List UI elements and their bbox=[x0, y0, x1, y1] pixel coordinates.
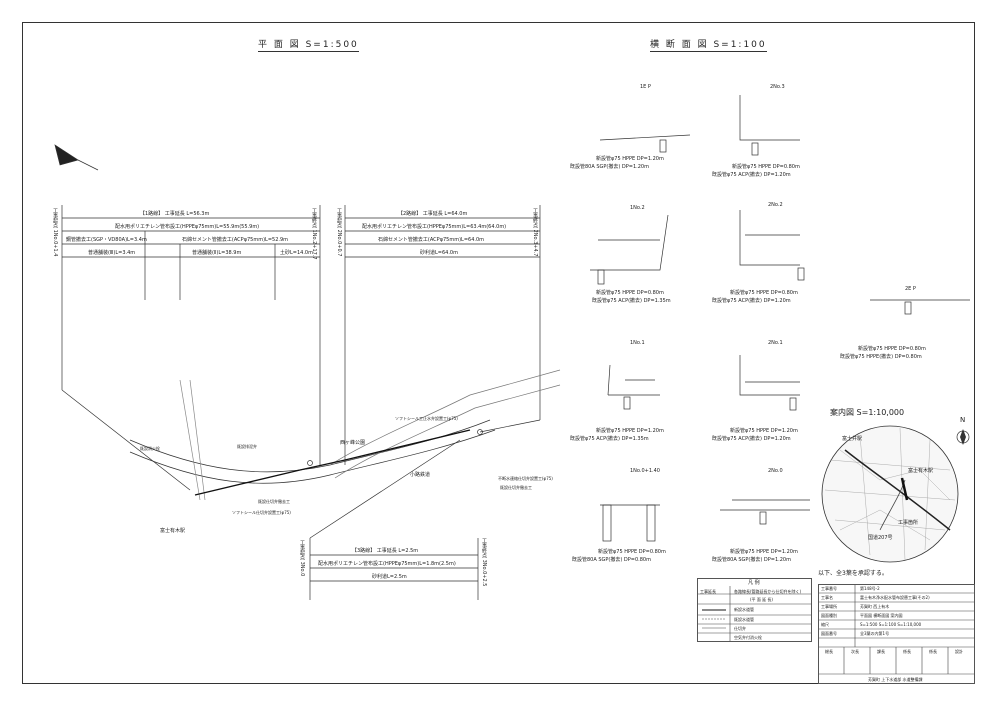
section-id: 1No.2 bbox=[630, 205, 645, 211]
section-new: 新設管φ75 HPPE DP=1.20m bbox=[596, 428, 664, 434]
guide-station-main: 富士有木駅 bbox=[908, 468, 934, 474]
section-old: 既設管φ75 ACP(撤去) DP=1.20m bbox=[712, 436, 791, 442]
section-new: 新設管φ75 HPPE DP=1.20m bbox=[730, 428, 798, 434]
route2-header: 【2路線】 工事延長 L=64.0m bbox=[398, 211, 468, 217]
sign-cell: 係長 bbox=[929, 649, 937, 654]
sign-cell: 総長 bbox=[825, 649, 833, 654]
legend-text: (平 面 延 長) bbox=[750, 597, 773, 602]
guide-station-top: 富士井駅 bbox=[842, 436, 863, 442]
route1-pave1: 普通舗装(Ⅲ)L=3.4m bbox=[88, 250, 136, 256]
guide-route: 国道207号 bbox=[868, 535, 893, 541]
legend-title: 凡 例 bbox=[748, 580, 760, 586]
titleblock-office: 芳賀町 上下水道部 水道整備課 bbox=[868, 677, 923, 682]
route3-pipe: 配水用ポリエチレン管布設工(HPPEφ75mm)L=1.8m(2.5m) bbox=[318, 561, 456, 567]
titleblock-value: 芳賀町 西上有木 bbox=[860, 604, 890, 609]
legend-text: 仕切弁 bbox=[734, 626, 746, 631]
titleblock-value: S=1:500 S=1:100 S=1:10,000 bbox=[860, 622, 922, 627]
route1-remove2: 石綿セメント管撤去工(ACPφ75mm)L=52.9m bbox=[182, 237, 289, 243]
legend-text: 既設水道管 bbox=[734, 617, 754, 622]
section-id: 2No.1 bbox=[768, 340, 783, 346]
section-new: 新設管φ75 HPPE DP=0.80m bbox=[732, 164, 800, 170]
route2-pave: 砂利道L=64.0m bbox=[420, 250, 458, 256]
section-old: 既設管80A SGP(撤去) DP=1.20m bbox=[712, 557, 791, 563]
section-id: 2No.0 bbox=[768, 468, 783, 474]
map-note-left1: 既設消火栓 bbox=[140, 446, 160, 451]
titleblock-key: 工事名 bbox=[821, 595, 833, 600]
section-old: 既設管80A SGP(撤去) DP=1.20m bbox=[570, 164, 649, 170]
titleblock-key: 工事番号 bbox=[821, 586, 837, 591]
legend-box bbox=[697, 578, 812, 642]
section-new: 新設管φ75 HPPE DP=0.80m bbox=[858, 346, 926, 352]
titleblock-key: 図面番号 bbox=[821, 631, 837, 636]
titleblock-key: 縮尺 bbox=[821, 622, 829, 627]
route1-pipe: 配水用ポリエチレン管布設工(HPPEφ75mm)L=55.9m(55.9m) bbox=[115, 224, 260, 230]
plan-title: 平 面 図 S=1:500 bbox=[258, 40, 359, 52]
approval-note: 以下、全3葉を承認する。 bbox=[818, 570, 888, 577]
section-old: 既設管φ75 ACP(撤去) DP=1.35m bbox=[592, 298, 671, 304]
route1-start-label: 工事起点 1No.0+1.4 bbox=[52, 208, 58, 257]
route1-pave3: 土砂L=14.0m bbox=[280, 250, 313, 256]
route3-end-label: 工事終点 3No.0+2.5 bbox=[481, 538, 487, 587]
legend-text: 新設水道管 bbox=[734, 607, 754, 612]
route2-start-label: 工事起点 2No.0+0.7 bbox=[336, 208, 342, 257]
sheet-frame bbox=[22, 22, 975, 684]
guide-map-title: 案内図 S=1:10,000 bbox=[830, 408, 905, 417]
map-label-station: 富士有木駅 bbox=[160, 528, 186, 534]
route2-pipe: 配水用ポリエチレン管布設工(HPPEφ75mm)L=63.4m(64.0m) bbox=[362, 224, 507, 230]
section-new: 新設管φ75 HPPE DP=0.80m bbox=[730, 290, 798, 296]
section-old: 既設管φ75 ACP(撤去) DP=1.20m bbox=[712, 298, 791, 304]
map-note-lower: ソフトシール仕切弁設置工(φ75) bbox=[232, 510, 291, 515]
section-old: 既設管φ75 HPPE(撤去) DP=0.80m bbox=[840, 354, 922, 360]
map-label-lane: 小路鉄道 bbox=[410, 472, 431, 478]
titleblock-value: 全3葉の内第1号 bbox=[860, 631, 890, 636]
sign-cell: 次長 bbox=[851, 649, 859, 654]
section-new: 新設管φ75 HPPE DP=0.80m bbox=[596, 290, 664, 296]
section-id: 2E P bbox=[905, 286, 916, 292]
route1-header: 【1路線】 工事延長 L=56.3m bbox=[140, 211, 210, 217]
legend-text: 空気弁付消火栓 bbox=[734, 635, 762, 640]
titleblock-value: 第148号-2 bbox=[860, 586, 880, 591]
titleblock-key: 図面種別 bbox=[821, 613, 837, 618]
map-label-park: 西ヶ峰公園 bbox=[340, 440, 366, 446]
sign-cell: 課長 bbox=[877, 649, 885, 654]
section-id: 1No.1 bbox=[630, 340, 645, 346]
route3-pave: 砂利道L=2.5m bbox=[372, 574, 407, 580]
map-note-right2: 既設仕切弁撤去工 bbox=[500, 485, 532, 490]
titleblock-value: 富士有木浄水配水管布設替工事(その2) bbox=[860, 595, 930, 600]
section-new: 新設管φ75 HPPE DP=0.80m bbox=[598, 549, 666, 555]
route2-remove: 石綿セメント管撤去工(ACPφ75mm)L=64.0m bbox=[378, 237, 485, 243]
titleblock-value: 平面図 横断面図 案内図 bbox=[860, 613, 903, 618]
map-note-left2: 既設排泥弁 bbox=[237, 444, 257, 449]
map-note-right1: 不断水連絡仕切弁設置工(φ75) bbox=[498, 476, 553, 481]
section-old: 既設管80A SGP(撤去) DP=0.80m bbox=[572, 557, 651, 563]
sign-cell: 設計 bbox=[955, 649, 963, 654]
titleblock-key: 工事場所 bbox=[821, 604, 837, 609]
section-id: 2No.3 bbox=[770, 84, 785, 90]
cross-section-title: 横 断 面 図 S=1:100 bbox=[650, 40, 767, 52]
section-old: 既設管φ75 ACP(撤去) DP=1.35m bbox=[570, 436, 649, 442]
title-block bbox=[818, 584, 975, 684]
map-note-upper: ソフトシール工止水弁設置工(φ75) bbox=[395, 416, 458, 421]
route3-header: 【3路線】 工事延長 L=2.5m bbox=[352, 548, 419, 554]
map-note-exist: 既設仕切弁撤去工 bbox=[258, 499, 290, 504]
section-id: 1E P bbox=[640, 84, 651, 90]
section-new: 新設管φ75 HPPE DP=1.20m bbox=[730, 549, 798, 555]
route1-end-label: 工事終点 1No.2+17.7 bbox=[311, 208, 317, 260]
route1-pave2: 普通舗装(Ⅱ)L=38.9m bbox=[192, 250, 242, 256]
route2-end-label: 工事終点 2No.3+4.7 bbox=[532, 208, 538, 257]
route3-start-label: 工事起点 3No.0 bbox=[299, 540, 305, 577]
section-id: 1No.0+1.40 bbox=[630, 468, 660, 474]
section-old: 既設管φ75 ACP(撤去) DP=1.20m bbox=[712, 172, 791, 178]
north-icon: N bbox=[960, 416, 966, 424]
section-id: 2No.2 bbox=[768, 202, 783, 208]
section-new: 新設管φ75 HPPE DP=1.20m bbox=[596, 156, 664, 162]
route1-remove1: 鋼管撤去工(SGP・VD80A)L=3.4m bbox=[66, 237, 147, 243]
sign-cell: 係長 bbox=[903, 649, 911, 654]
guide-site: 工事箇所 bbox=[898, 520, 919, 526]
legend-text: 各路線長(管路延長から仕切弁を除く) bbox=[734, 589, 802, 594]
legend-symbol: 工事延長 bbox=[700, 589, 716, 594]
